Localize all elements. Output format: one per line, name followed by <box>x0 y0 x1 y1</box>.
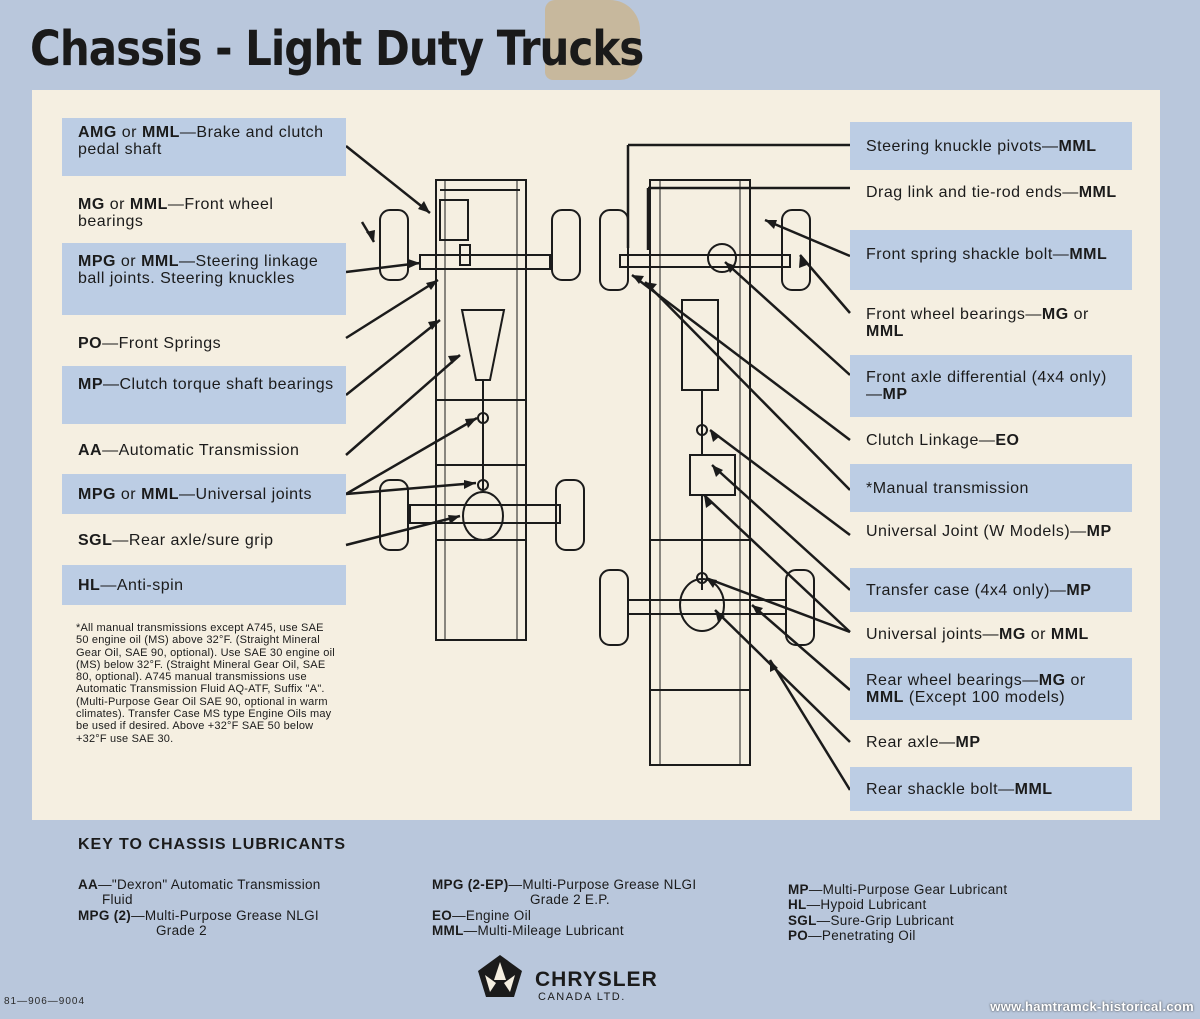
right-label-0: Steering knuckle pivots—MML <box>850 122 1132 170</box>
right-label-2: Front spring shackle bolt—MML <box>850 230 1132 290</box>
left-differential <box>462 491 504 541</box>
left-rear-axle <box>409 504 561 524</box>
left-rear-wheel-l <box>379 479 409 551</box>
right-rear-wheel-r <box>785 569 815 646</box>
right-label-9: Universal joints—MG or MML <box>866 626 1089 643</box>
website-watermark: www.hamtramck-historical.com <box>990 999 1194 1014</box>
key-entry: EO—Engine Oil <box>432 907 532 923</box>
left-frame <box>435 179 527 641</box>
right-label-4: Front axle differential (4x4 only)—MP <box>850 355 1132 417</box>
left-front-wheel-l <box>379 209 409 281</box>
key-entry: MP—Multi-Purpose Gear Lubricant <box>788 882 1008 897</box>
left-label-0: AMG or MML—Brake and clutch pedal shaft <box>62 118 346 176</box>
key-entry: SGL—Sure-Grip Lubricant <box>788 912 954 928</box>
key-entry: AA—"Dexron" Automatic Transmission <box>78 877 321 892</box>
right-rear-axle <box>627 599 787 615</box>
part-code: 81—906—9004 <box>4 996 86 1007</box>
left-label-5: AA—Automatic Transmission <box>78 442 300 459</box>
left-rear-wheel-r <box>555 479 585 551</box>
right-label-1: Drag link and tie-rod ends—MML <box>866 184 1117 201</box>
left-front-axle <box>419 254 551 270</box>
left-label-4: MP—Clutch torque shaft bearings <box>62 366 346 424</box>
right-label-12: Rear shackle bolt—MML <box>850 767 1132 811</box>
right-rear-wheel-l <box>599 569 629 646</box>
right-front-wheel-r <box>781 209 811 291</box>
key-entry-cont: Grade 2 E.P. <box>530 892 610 908</box>
right-label-5: Clutch Linkage—EO <box>866 432 1020 449</box>
right-label-6: *Manual transmission <box>850 464 1132 512</box>
key-entry-cont: Fluid <box>102 892 133 908</box>
key-entry: HL—Hypoid Lubricant <box>788 897 927 913</box>
right-transfer-case <box>689 454 736 496</box>
pentastar-icon <box>478 955 522 997</box>
page-title: Chassis - Light Duty Trucks <box>30 20 644 77</box>
key-entry: MPG (2-EP)—Multi-Purpose Grease NLGI <box>432 877 697 892</box>
left-label-8: HL—Anti-spin <box>62 565 346 605</box>
right-front-axle <box>619 254 791 268</box>
right-differential <box>679 578 725 632</box>
left-label-3: PO—Front Springs <box>78 335 222 352</box>
torn-corner <box>545 0 640 80</box>
key-entry: MML—Multi-Mileage Lubricant <box>432 922 624 938</box>
left-label-2: MPG or MML—Steering linkage ball joints.… <box>62 243 346 315</box>
key-entry-cont: Grade 2 <box>156 922 207 938</box>
right-label-3: Front wheel bearings—MG or MML <box>866 306 1089 340</box>
right-label-11: Rear axle—MP <box>866 734 981 751</box>
key-entry: MPG (2)—Multi-Purpose Grease NLGI <box>78 907 319 923</box>
footnote: *All manual transmissions except A745, u… <box>76 622 335 745</box>
key-col-3: MP—Multi-Purpose Gear Lubricant HL—Hypoi… <box>788 882 1088 943</box>
left-transmission <box>460 309 506 381</box>
left-label-6: MPG or MML—Universal joints <box>62 474 346 514</box>
right-front-wheel-l <box>599 209 629 291</box>
logo-sub: CANADA LTD. <box>538 991 626 1003</box>
logo-name: CHRYSLER <box>535 968 658 991</box>
key-title: KEY TO CHASSIS LUBRICANTS <box>78 836 346 853</box>
left-leader-lines <box>345 143 852 791</box>
arrowheads <box>366 201 807 672</box>
left-label-1: MG or MML—Front wheel bearings <box>78 196 274 230</box>
right-transmission <box>681 299 719 391</box>
right-label-10: Rear wheel bearings—MG or MML (Except 10… <box>850 658 1132 720</box>
key-entry: PO—Penetrating Oil <box>788 927 916 943</box>
key-col-2: MPG (2-EP)—Multi-Purpose Grease NLGI Gra… <box>432 877 762 938</box>
left-label-7: SGL—Rear axle/sure grip <box>78 532 274 549</box>
right-label-8: Transfer case (4x4 only)—MP <box>850 568 1132 612</box>
right-label-7: Universal Joint (W Models)—MP <box>866 523 1112 540</box>
left-front-wheel-r <box>551 209 581 281</box>
left-chassis <box>379 179 585 641</box>
key-col-1: AA—"Dexron" Automatic Transmission Fluid… <box>78 877 398 938</box>
